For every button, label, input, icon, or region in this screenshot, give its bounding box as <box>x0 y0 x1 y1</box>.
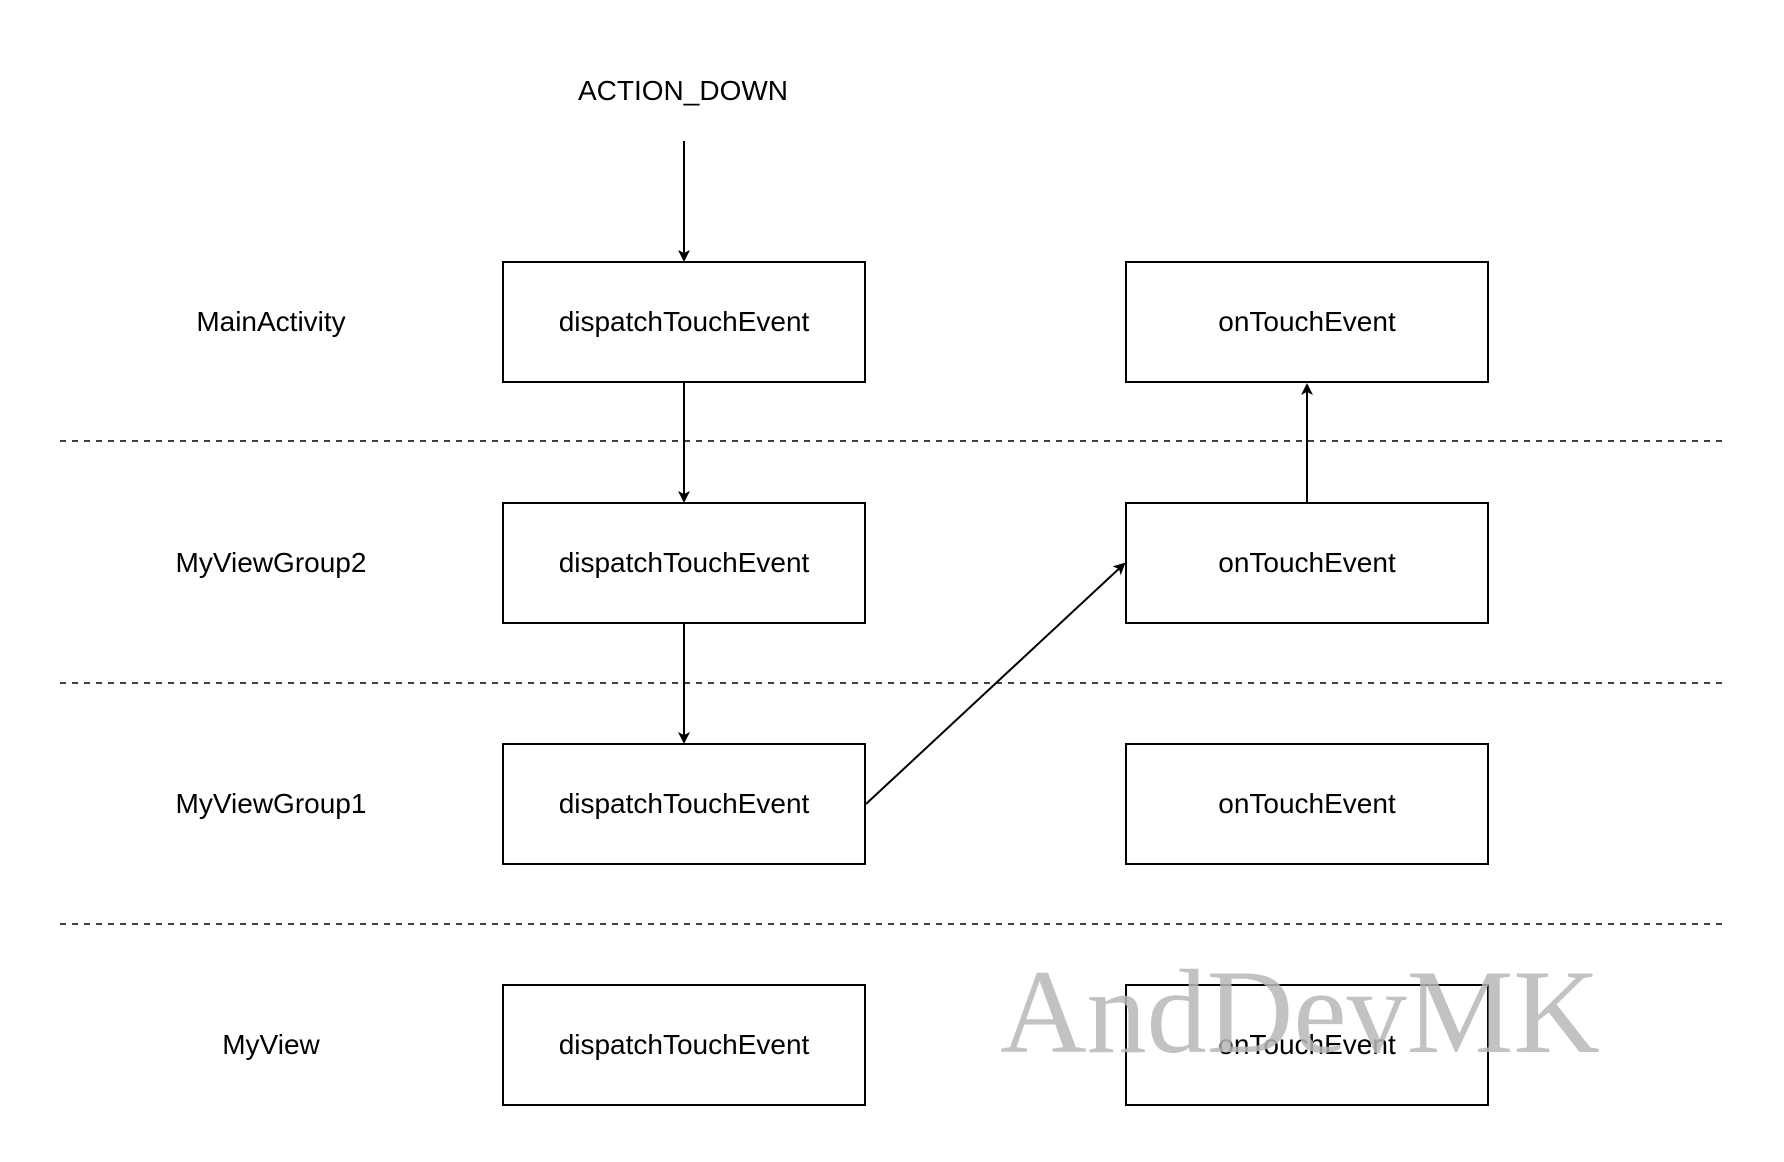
my-view-group-2-ontouch-box: onTouchEvent <box>1125 502 1489 624</box>
layer-label-my-view-group-1: MyViewGroup1 <box>176 788 367 819</box>
box-label: onTouchEvent <box>1218 547 1396 578</box>
box-label: dispatchTouchEvent <box>559 788 810 819</box>
box-label: dispatchTouchEvent <box>559 1029 810 1060</box>
my-view-dispatch-box: dispatchTouchEvent <box>502 984 866 1106</box>
box-label: onTouchEvent <box>1218 788 1396 819</box>
layer-label-my-view-group-2: MyViewGroup2 <box>176 547 367 578</box>
my-view-group-1-ontouch-box: onTouchEvent <box>1125 743 1489 865</box>
my-view-group-2-dispatch-box: dispatchTouchEvent <box>502 502 866 624</box>
main-activity-ontouch-box: onTouchEvent <box>1125 261 1489 383</box>
layer-label-main-activity: MainActivity <box>196 306 345 337</box>
action-down-label: ACTION_DOWN <box>578 75 788 106</box>
box-label: onTouchEvent <box>1218 306 1396 337</box>
box-label: onTouchEvent <box>1218 1029 1396 1060</box>
my-view-group-1-dispatch-box: dispatchTouchEvent <box>502 743 866 865</box>
main-activity-dispatch-box: dispatchTouchEvent <box>502 261 866 383</box>
my-view-ontouch-box: onTouchEvent <box>1125 984 1489 1106</box>
box-label: dispatchTouchEvent <box>559 547 810 578</box>
box-label: dispatchTouchEvent <box>559 306 810 337</box>
layer-label-my-view: MyView <box>222 1029 320 1060</box>
watermark: AndDevMK <box>1000 945 1600 1078</box>
arrow-group1-dispatch-to-group2-ontouch <box>865 562 1126 805</box>
